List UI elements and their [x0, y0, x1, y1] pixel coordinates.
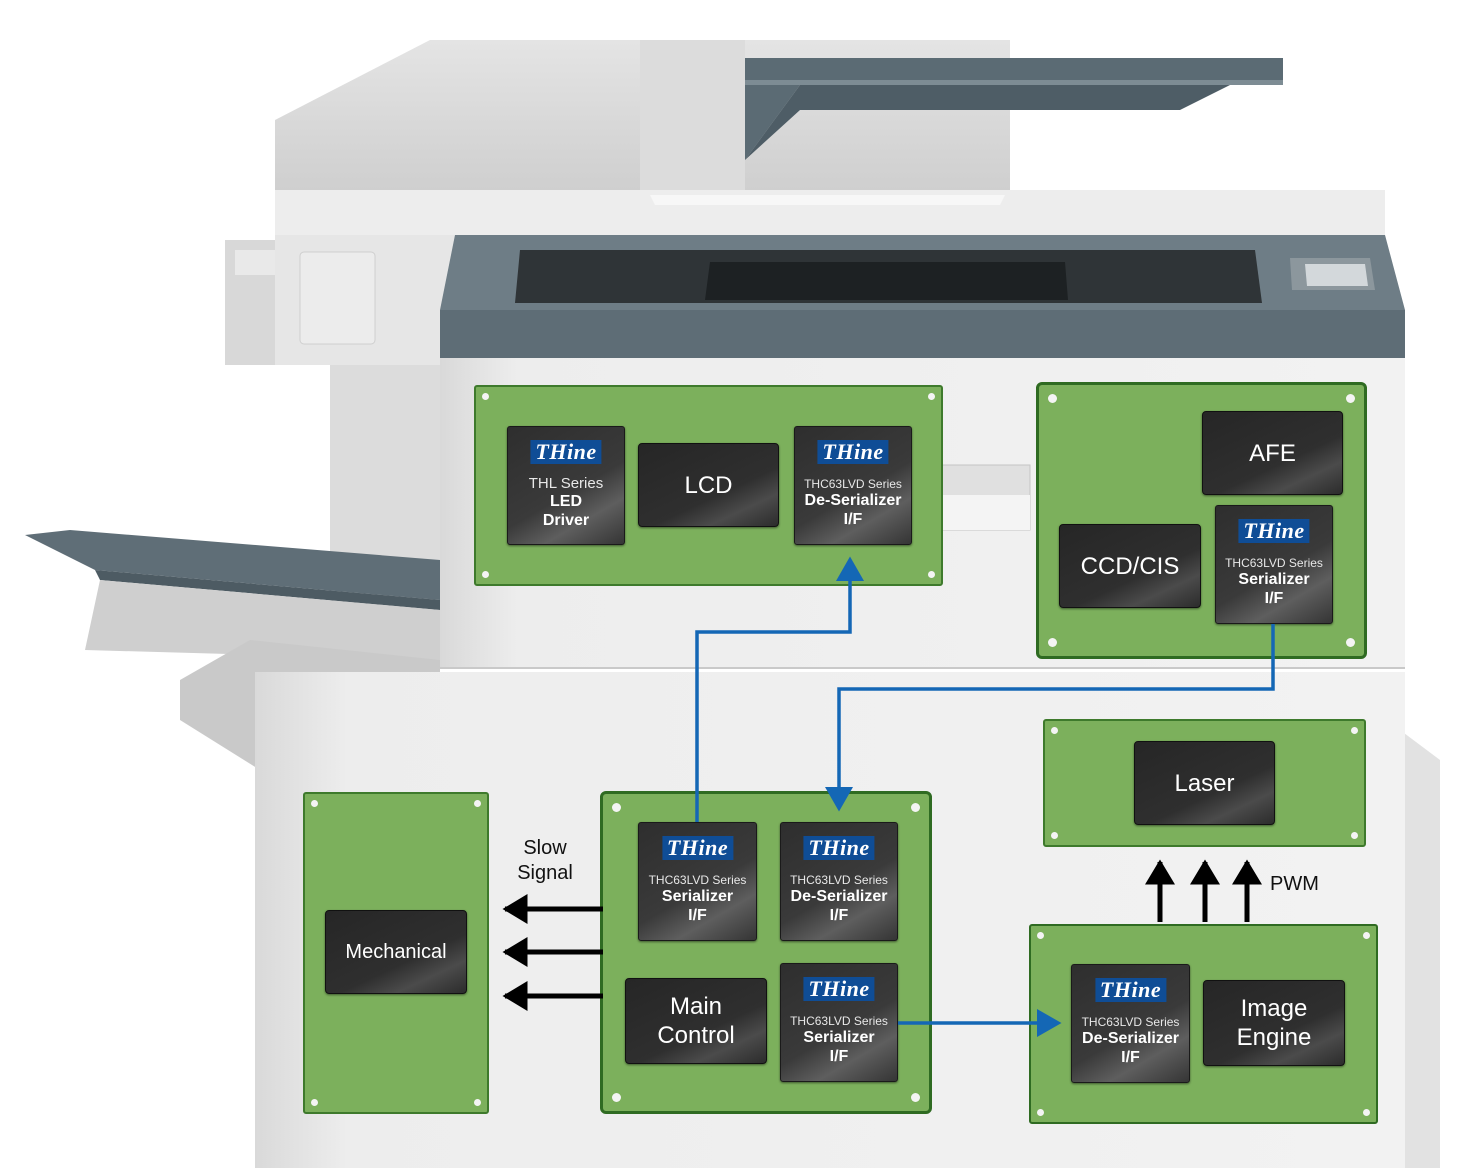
- main-control-label: Main Control: [657, 993, 735, 1049]
- chip-role: De-Serializer I/F: [790, 888, 888, 924]
- chip-series: THC63LVD Series: [648, 873, 747, 887]
- image-engine-chip: Image Engine: [1203, 980, 1345, 1066]
- chip-role: De-Serializer I/F: [1082, 1030, 1179, 1066]
- engine-deserializer-chip: THine THC63LVD Series De-Serializer I/F: [1071, 964, 1190, 1083]
- main-serializer2-chip: THine THC63LVD Series Serializer I/F: [780, 963, 898, 1082]
- mechanical-chip: Mechanical: [325, 910, 467, 994]
- ccd-cis-chip: CCD/CIS: [1059, 524, 1201, 608]
- lcd-chip: LCD: [638, 443, 779, 527]
- laser-label: Laser: [1174, 769, 1235, 797]
- scanner-serializer-chip: THine THC63LVD Series Serializer I/F: [1215, 505, 1333, 624]
- main-deserializer-chip: THine THC63LVD Series De-Serializer I/F: [780, 822, 898, 941]
- chip-role: Serializer I/F: [803, 1029, 875, 1065]
- lcd-deserializer-chip: THine THC63LVD Series De-Serializer I/F: [794, 426, 912, 545]
- mechanical-label: Mechanical: [345, 940, 447, 963]
- afe-chip: AFE: [1202, 411, 1343, 495]
- lcd-label: LCD: [684, 471, 733, 499]
- thine-logo: THine: [1238, 519, 1310, 543]
- main-control-chip: Main Control: [625, 978, 767, 1064]
- chip-role: Serializer I/F: [1238, 571, 1310, 607]
- laser-chip: Laser: [1134, 741, 1275, 825]
- chip-series: THL Series: [528, 475, 604, 492]
- thine-logo: THine: [817, 440, 889, 464]
- chip-series: THC63LVD Series: [1225, 556, 1323, 570]
- main-serializer-chip: THine THC63LVD Series Serializer I/F: [638, 822, 757, 941]
- led-driver-chip: THine THL Series LED Driver: [507, 426, 625, 545]
- chip-series: THC63LVD Series: [790, 873, 888, 887]
- chip-series: THC63LVD Series: [804, 477, 902, 491]
- pwm-label: PWM: [1270, 873, 1319, 895]
- ccd-cis-label: CCD/CIS: [1080, 552, 1180, 580]
- thine-logo: THine: [530, 440, 602, 464]
- chip-series: THC63LVD Series: [1081, 1015, 1180, 1029]
- chip-role: LED Driver: [542, 493, 590, 529]
- chip-role: De-Serializer I/F: [804, 492, 902, 528]
- chip-series: THC63LVD Series: [790, 1014, 888, 1028]
- chip-role: Serializer I/F: [661, 888, 734, 924]
- slow-signal-label: Slow Signal: [517, 837, 573, 884]
- thine-logo: THine: [1094, 978, 1167, 1002]
- thine-logo: THine: [803, 836, 875, 860]
- image-engine-label: Image Engine: [1236, 995, 1312, 1051]
- thine-logo: THine: [803, 977, 875, 1001]
- thine-logo: THine: [661, 836, 734, 860]
- afe-label: AFE: [1249, 439, 1296, 467]
